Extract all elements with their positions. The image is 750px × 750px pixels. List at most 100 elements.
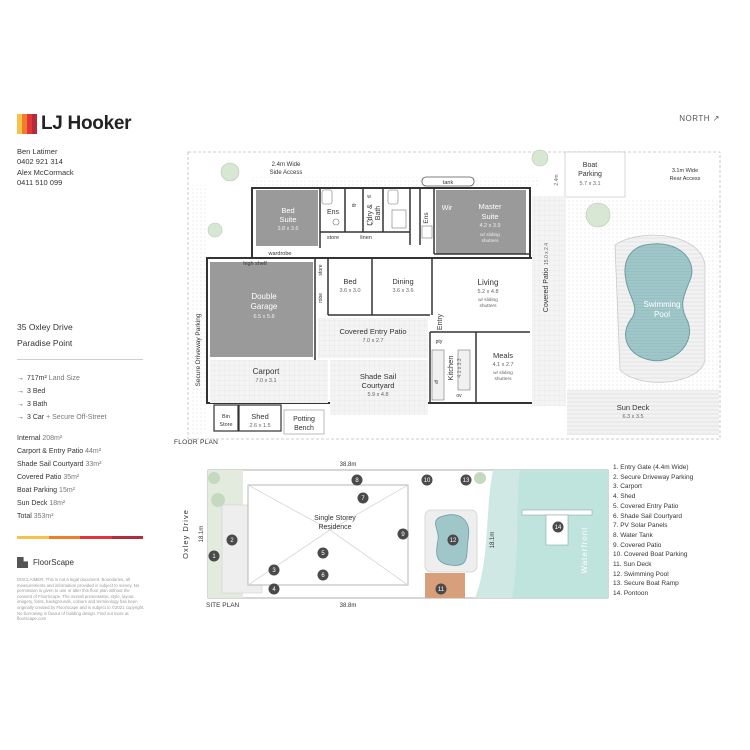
driveway-strip [192, 185, 206, 435]
entry-label: Entry [437, 313, 444, 330]
bed-suite-room [256, 190, 318, 246]
site-marker-label: 4 [272, 587, 276, 593]
agent-name: Alex McCormack [17, 168, 74, 177]
meals-label: Meals [493, 351, 513, 360]
shed-dims: 2.6 x 1.5 [249, 423, 270, 429]
brand-logo: LJ Hooker [17, 113, 132, 135]
feature-item: →717m² Land Size [17, 375, 80, 382]
ensuite-label: Ens [423, 212, 430, 224]
pool-label: Swimming [644, 300, 681, 309]
courtyard-dims: 5.9 x 4.8 [367, 392, 388, 398]
floor-plan-title: FLOOR PLAN [174, 439, 218, 446]
legend-item: 13. Secure Boat Ramp [613, 580, 679, 588]
courtyard-area [330, 360, 428, 415]
covered-patio [532, 196, 566, 406]
bed-suite-label: Suite [279, 215, 296, 224]
living-note: w/ sliding [478, 297, 498, 303]
rear-access-label: Rear Access [670, 176, 701, 182]
potting-bench-label: Potting [293, 416, 315, 423]
residence-label: Single Storey [314, 515, 356, 522]
feature-item: →3 Bath [17, 401, 48, 408]
area-item: Covered Patio 35m² [17, 474, 80, 481]
address-line-1: 35 Oxley Drive [17, 322, 73, 332]
site-marker-label: 13 [463, 478, 470, 484]
address-line-2: Paradise Point [17, 338, 73, 348]
swimming-pool [624, 243, 693, 362]
area-item: Internal 208m² [17, 435, 63, 442]
agent-1: Ben Latimer 0402 921 314 [17, 147, 63, 167]
site-marker-label: 3 [272, 568, 276, 574]
agent-phone[interactable]: 0411 510 099 [17, 178, 63, 187]
site-marker-label: 9 [401, 532, 405, 538]
legend-item: 8. Water Tank [613, 531, 653, 539]
living-dims: 5.2 x 4.8 [477, 289, 498, 295]
legend-item: 9. Covered Patio [613, 541, 662, 549]
feature-item: →3 Car + Secure Off-Street [17, 414, 107, 421]
driveway-label: Secure Driveway Parking [195, 313, 202, 386]
store-label: store [318, 264, 324, 275]
laundry-label: L'dry & [367, 204, 374, 226]
area-item: Carport & Entry Patio 44m² [17, 448, 102, 455]
bed-label: Bed [343, 277, 356, 286]
pool-label: Pool [654, 310, 670, 319]
logo-mark-icon [17, 114, 37, 134]
bath-label: Bath [375, 206, 382, 221]
meals-dims: 4.1 x 2.7 [492, 362, 513, 368]
area-item: Boat Parking 15m² [17, 487, 75, 494]
site-marker-label: 1 [212, 554, 216, 560]
kitchen-dims: 4.1 x 3.3 [457, 358, 463, 377]
living-note: shutters [479, 303, 497, 309]
site-marker-3 [268, 564, 280, 576]
side-dim-label: 2.4m [554, 174, 560, 185]
tank-label: tank [443, 180, 454, 186]
site-marker-10 [421, 474, 433, 486]
brand-color-bar [17, 536, 143, 539]
legend-item: 3. Carport [613, 483, 642, 491]
site-marker-label: 7 [361, 496, 365, 502]
site-marker-label: 8 [355, 478, 359, 484]
site-marker-7 [357, 492, 369, 504]
legend-item: 4. Shed [613, 493, 636, 501]
site-marker-4 [268, 583, 280, 595]
garage-label: Garage [251, 302, 278, 311]
waterfront-label: Waterfront [580, 526, 589, 573]
site-marker-label: 6 [321, 573, 325, 579]
entry-patio-dims: 7.0 x 2.7 [362, 338, 383, 344]
master-suite-note: shutters [481, 238, 499, 244]
rear-access-label: 3.1m Wide [672, 168, 698, 174]
site-marker-5 [317, 547, 329, 559]
site-marker-label: 2 [230, 538, 234, 544]
site-marker-2 [226, 534, 238, 546]
washer-label: w [367, 194, 371, 200]
bed-suite-dims: 3.8 x 3.6 [277, 226, 298, 232]
carport-dims: 7.0 x 3.1 [255, 378, 276, 384]
site-width-label: 38.8m [340, 462, 357, 468]
covered-patio-dims: 15.0 x 2.4 [544, 243, 550, 265]
side-access-label: Side Access [270, 170, 303, 176]
site-marker-label: 5 [321, 551, 325, 557]
linen-label: linen [360, 235, 372, 241]
site-marker-8 [351, 474, 363, 486]
shed-label: Shed [251, 412, 269, 421]
carport-area [210, 360, 328, 403]
legend-item: 5. Covered Entry Patio [613, 502, 679, 510]
north-indicator: NORTH ↗ [679, 114, 720, 123]
bin-store-label: Store [219, 422, 232, 428]
site-depth-label: 18.1m [490, 532, 496, 549]
site-marker-6 [317, 569, 329, 581]
entry-patio-label: Covered Entry Patio [339, 327, 406, 336]
area-item: Total 353m² [17, 513, 54, 520]
potting-bench-label: Bench [294, 425, 314, 432]
site-marker-label: 12 [450, 538, 457, 544]
site-legend: 1. Entry Gate (4.4m Wide) 2. Secure Driv… [613, 463, 693, 599]
floorscape-icon [17, 557, 28, 568]
site-marker-label: 14 [555, 525, 562, 531]
robe-label: robe [318, 293, 324, 303]
area-item: Sun Deck 18m² [17, 500, 66, 507]
bed-dims: 3.6 x 3.0 [339, 288, 360, 294]
covered-patio-label: Covered Patio [543, 268, 550, 312]
pantry-label: pty [436, 339, 443, 345]
dining-label: Dining [392, 277, 413, 286]
agent-phone[interactable]: 0402 921 314 [17, 157, 63, 166]
